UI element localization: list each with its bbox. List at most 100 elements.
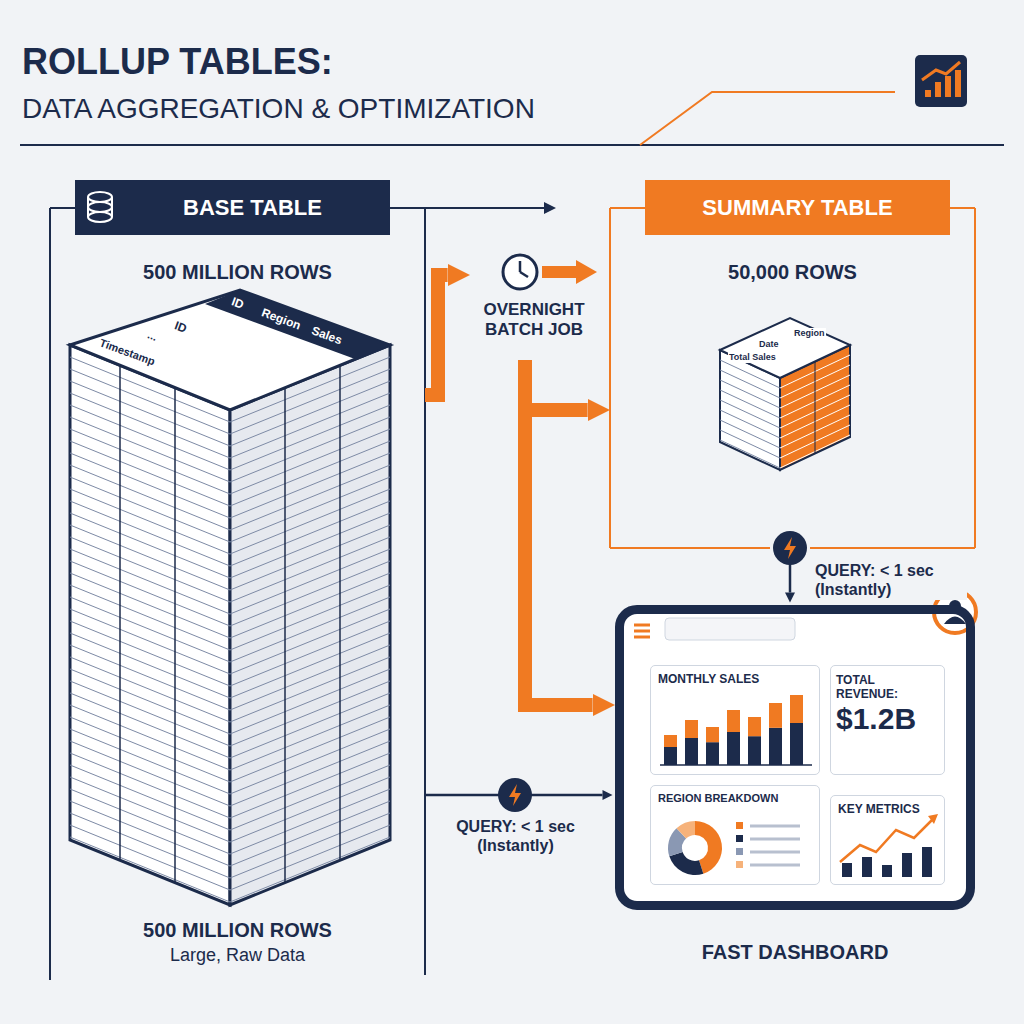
panel-heading: BASE TABLE: [125, 195, 380, 221]
flow-arrow: [525, 360, 593, 705]
row-line: [70, 429, 230, 494]
title-rule: [20, 144, 1004, 146]
database-disc: [88, 202, 112, 212]
title-leader: [640, 92, 895, 145]
tablet-screen: [615, 605, 975, 910]
database-disc: [88, 192, 112, 202]
row-line: [230, 681, 390, 746]
row-line: [230, 645, 390, 710]
row-line: [70, 729, 230, 794]
summary-frame-line: [810, 547, 975, 549]
database-side: [87, 197, 89, 217]
widget-title: KEY METRICS: [838, 802, 938, 816]
row-line: [70, 417, 230, 482]
row-line: [70, 489, 230, 554]
row-line: [70, 621, 230, 686]
row-line: [230, 729, 390, 794]
row-line: [70, 813, 230, 878]
row-line: [230, 477, 390, 542]
column-line: [339, 365, 341, 860]
legend-dot: [736, 835, 743, 842]
chart-bar: [748, 736, 761, 765]
lightning-bolt: [784, 537, 796, 559]
base-header-tab: [75, 180, 390, 235]
base-frame-line: [390, 207, 548, 209]
row-count: 50,000 ROWS: [610, 260, 975, 284]
row-line: [70, 573, 230, 638]
row-line: [230, 429, 390, 494]
metric-bar: [922, 847, 932, 877]
metric-trend-head: [928, 814, 938, 824]
user-body: [944, 617, 966, 625]
column-header: Date: [758, 339, 780, 350]
step-label: OVERNIGHT BATCH JOB: [470, 300, 598, 341]
row-line: [230, 789, 390, 854]
legend-line: [750, 864, 800, 867]
row-line: [230, 765, 390, 830]
summary-header-tab: [645, 180, 950, 235]
donut-slice: [677, 821, 695, 839]
chart-bar: [685, 738, 698, 765]
row-line: [230, 609, 390, 674]
column-header: Region: [793, 328, 826, 339]
chart-bar: [769, 728, 782, 765]
chart-bar: [790, 695, 803, 723]
database-disc: [88, 212, 112, 222]
legend-dot: [736, 822, 743, 829]
row-line: [70, 717, 230, 782]
chart-bar: [790, 723, 803, 765]
row-line: [70, 645, 230, 710]
row-line: [70, 525, 230, 590]
row-line: [230, 813, 390, 878]
row-line: [70, 753, 230, 818]
clock-icon: [503, 255, 537, 289]
legend-line: [750, 825, 800, 828]
row-line: [70, 513, 230, 578]
row-line: [230, 453, 390, 518]
base-frame-line: [49, 208, 51, 980]
chart-icon-bar: [925, 90, 931, 97]
row-line: [230, 501, 390, 566]
row-line: [70, 681, 230, 746]
row-line: [70, 777, 230, 842]
row-line: [230, 525, 390, 590]
row-line: [70, 549, 230, 614]
row-line: [230, 417, 390, 482]
legend-line: [750, 838, 800, 841]
row-line: [230, 837, 390, 902]
diagram-subtitle: DATA AGGREGATION & OPTIMIZATION: [22, 92, 535, 126]
panel-note: Large, Raw Data: [50, 945, 425, 967]
row-line: [70, 477, 230, 542]
row-line: [230, 777, 390, 842]
row-line: [70, 789, 230, 854]
clock-hand: [519, 261, 522, 272]
summary-frame-line: [950, 207, 975, 209]
row-line: [70, 705, 230, 770]
row-line: [230, 657, 390, 722]
database-icon: [88, 192, 112, 222]
kpi-value: $1.2B: [836, 701, 939, 737]
flow-arrowhead: [576, 260, 597, 284]
dashboard-panel: REGION BREAKDOWN: [650, 785, 820, 885]
row-line: [70, 453, 230, 518]
row-line: [230, 393, 390, 458]
panel-heading: SUMMARY TABLE: [645, 195, 950, 221]
table-row-lines: [70, 357, 390, 902]
row-line: [70, 609, 230, 674]
row-line: [230, 573, 390, 638]
frame-arrowhead: [544, 202, 556, 214]
widget-title: MONTHLY SALES: [658, 672, 812, 686]
row-line: [230, 549, 390, 614]
dashboard-panel: TOTAL REVENUE:$1.2B: [830, 665, 945, 775]
diagram-title: ROLLUP TABLES:: [22, 40, 333, 83]
dashboard-tablet: FAST DASHBOARDMONTHLY SALESTOTAL REVENUE…: [615, 605, 975, 910]
summary-frame-line: [610, 207, 645, 209]
legend-line: [750, 851, 800, 854]
row-line: [230, 633, 390, 698]
donut-chart: [668, 821, 722, 875]
row-line: [70, 597, 230, 662]
row-line: [230, 693, 390, 758]
row-line: [230, 801, 390, 866]
column-line: [119, 365, 121, 860]
